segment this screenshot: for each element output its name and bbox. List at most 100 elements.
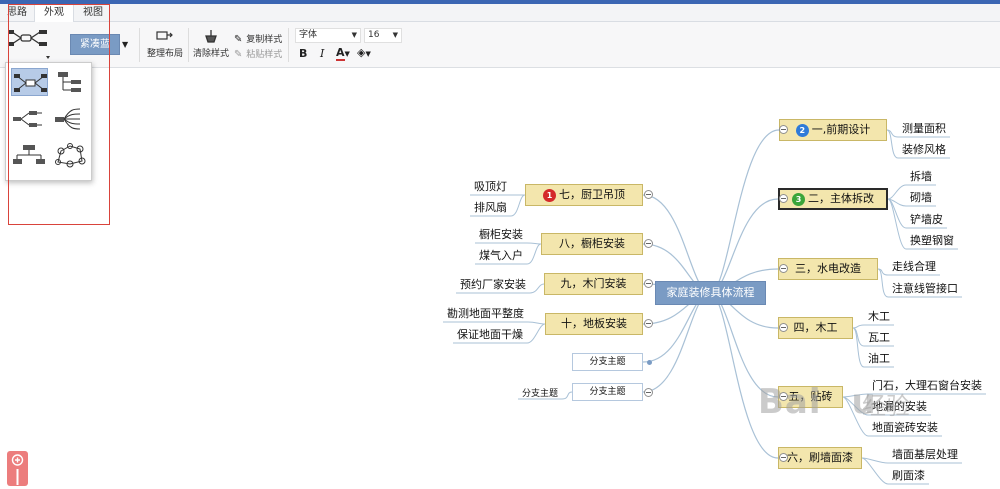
leaf-topic[interactable]: 瓦工 [868,329,890,345]
chevron-down-icon: ▼ [351,31,357,39]
branch-topic-left-4[interactable]: 十，地板安装 [545,313,643,335]
layout-button[interactable] [8,28,56,62]
leaf-topic[interactable]: 砌墙 [910,189,932,205]
leaf-topic[interactable]: 门石，大理石窗台安装 [872,377,982,393]
branch-topic-left-2[interactable]: 八，橱柜安装 [541,233,643,255]
paste-style-button[interactable]: ✎ 粘贴样式 [234,46,282,60]
tab-thinking[interactable]: 思路 [7,7,27,18]
font-color-button[interactable]: A▼ [336,46,350,61]
leaf-topic[interactable]: 地面瓷砖安装 [872,419,938,435]
node-label: 五，贴砖 [788,390,833,403]
leaf-topic[interactable]: 木工 [868,308,890,324]
node-label: 二，主体拆改 [808,192,874,205]
link-line [475,243,542,265]
collapse-toggle[interactable] [779,194,788,203]
collapse-toggle[interactable] [644,239,653,248]
collapse-toggle[interactable] [644,190,653,199]
branch-topic-5[interactable]: 五，贴砖 [778,386,843,408]
leaf-topic[interactable]: 拆墙 [910,168,932,184]
leaf-topic[interactable]: 排风扇 [474,199,507,215]
node-label: 铲墙皮 [910,213,943,226]
node-label: 三，水电改造 [795,262,861,275]
node-label: 墙面基层处理 [892,448,958,461]
bold-button[interactable]: B [299,47,308,60]
leaf-topic[interactable]: 测量面积 [902,120,946,136]
collapse-toggle[interactable] [779,392,788,401]
node-label: 吸顶灯 [474,180,507,193]
layout-option-fishbone[interactable] [52,105,89,133]
node-label: 十，地板安装 [561,317,627,330]
link-line [861,457,962,464]
link-line [842,393,986,398]
link-line [887,198,958,250]
branch-topic-left-5[interactable]: 分支主题 [572,353,643,371]
theme-button[interactable]: 紧凑蓝 [70,34,120,55]
leaf-topic[interactable]: 吸顶灯 [474,178,507,194]
theme-dropdown-arrow[interactable]: ▼ [122,40,129,49]
collapse-toggle[interactable] [644,279,653,288]
collapse-toggle[interactable] [644,388,653,397]
root-topic[interactable]: 家庭装修具体流程 [655,281,766,305]
layout-option-org-right[interactable] [52,68,89,96]
tab-view[interactable]: 视图 [83,7,103,18]
link-line [861,457,929,485]
branch-topic-3[interactable]: 三，水电改造 [778,258,878,280]
copy-style-button[interactable]: ✎ 复制样式 [234,31,282,45]
font-size-select[interactable]: 16 ▼ [364,28,402,43]
tab-appearance[interactable]: 外观 [34,4,74,22]
collapse-toggle[interactable] [644,319,653,328]
link-line [456,283,545,294]
leaf-topic[interactable]: 墙面基层处理 [892,446,958,462]
copy-style-icon: ✎ [234,34,243,45]
branch-topic-4[interactable]: 四，木工 [778,317,853,339]
leaf-topic[interactable]: 保证地面干燥 [457,326,523,342]
org-layout-icon [58,72,81,92]
branch-topic-6[interactable]: 六，刷墙面漆 [778,447,862,469]
leaf-topic[interactable]: 注意线管接口 [892,280,958,296]
leaf-topic[interactable]: 铲墙皮 [910,211,943,227]
zoom-control[interactable] [7,451,28,486]
italic-button[interactable]: I [320,47,325,60]
font-family-select[interactable]: 字体 ▼ [295,28,361,43]
node-label: 油工 [868,352,890,365]
leaf-topic[interactable]: 橱柜安装 [479,226,523,242]
branch-topic-left-3[interactable]: 九，木门安装 [544,273,643,295]
collapse-toggle[interactable] [779,125,788,134]
collapse-toggle[interactable] [779,264,788,273]
leaf-topic[interactable]: 装修风格 [902,141,946,157]
leaf-topic[interactable]: 走线合理 [892,258,936,274]
layout-option-logic-right[interactable] [11,105,48,133]
leaf-topic[interactable]: 换塑钢窗 [910,232,954,248]
clear-style-button[interactable]: 清除样式 [192,28,230,64]
bubble-layout-icon [55,143,86,168]
layout-option-bubble[interactable] [52,141,89,169]
layout-option-tree-down[interactable] [11,141,48,169]
fishbone-layout-icon [55,108,81,130]
node-label: 分支主题 [589,387,626,397]
branch-topic-left-6[interactable]: 分支主题 [572,383,643,401]
layout-option-mindmap[interactable] [11,68,48,96]
top-accent-bar [0,0,1000,4]
collapse-toggle[interactable] [779,323,788,332]
node-label: 走线合理 [892,260,936,273]
leaf-topic[interactable]: 油工 [868,350,890,366]
link-line [887,198,936,207]
link-line [443,321,546,325]
leaf-topic[interactable]: 勘测地面平整度 [447,305,524,321]
menu-bar: 思路 外观 视图 [0,4,1000,22]
leaf-topic[interactable]: 煤气入户 [479,247,523,263]
fill-color-button[interactable]: ◈▼ [357,46,371,59]
leaf-topic[interactable]: 刷面漆 [892,467,925,483]
arrange-layout-button[interactable]: 整理布局 [146,28,184,64]
leaf-topic[interactable]: 分支主题 [522,386,558,399]
leaf-topic[interactable]: 地漏的安装 [872,398,927,414]
arrange-icon [156,31,173,40]
leaf-topic[interactable]: 预约厂家安装 [460,276,526,292]
node-label: 地漏的安装 [872,400,927,413]
collapse-toggle[interactable] [779,453,788,462]
